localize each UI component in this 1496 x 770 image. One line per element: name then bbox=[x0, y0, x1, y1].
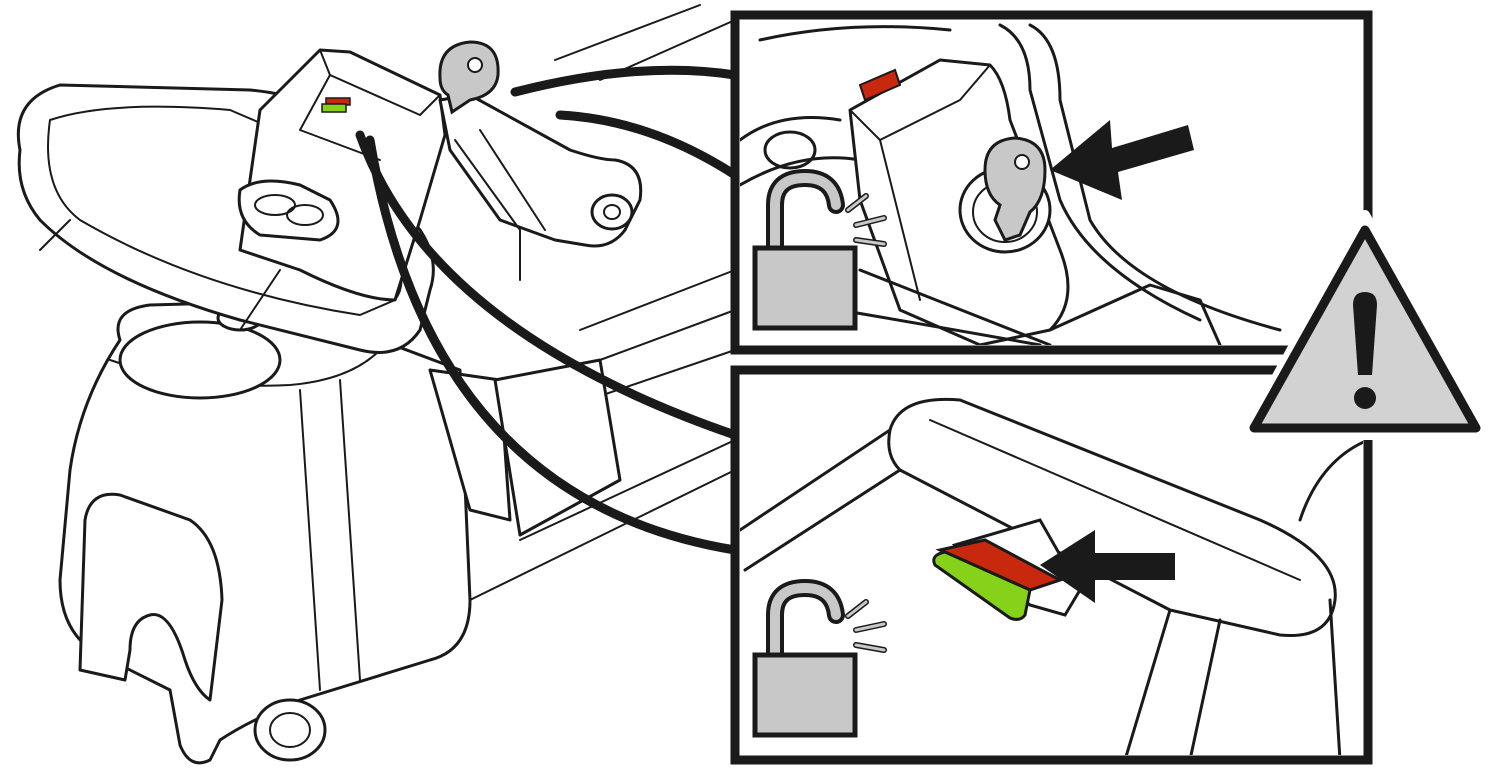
warning-triangle-icon bbox=[1240, 210, 1490, 440]
detail-panel-key bbox=[730, 10, 1373, 355]
indicator-switch bbox=[932, 518, 1082, 621]
machine-arch bbox=[78, 492, 224, 702]
unlocked-padlock-icon bbox=[752, 578, 887, 738]
indicator-green-small bbox=[321, 103, 347, 113]
key-icon bbox=[438, 40, 500, 115]
detail-head-top bbox=[887, 397, 1337, 638]
arrow-left-icon bbox=[1050, 120, 1194, 200]
unlocked-padlock-icon bbox=[752, 168, 887, 331]
machine-wheel bbox=[253, 698, 327, 762]
machine-illustration bbox=[16, 4, 736, 765]
key-icon bbox=[983, 136, 1047, 242]
machine-pivot-arm bbox=[438, 93, 643, 248]
arrow-left-icon bbox=[1040, 530, 1175, 603]
callout-pointers bbox=[355, 65, 740, 555]
